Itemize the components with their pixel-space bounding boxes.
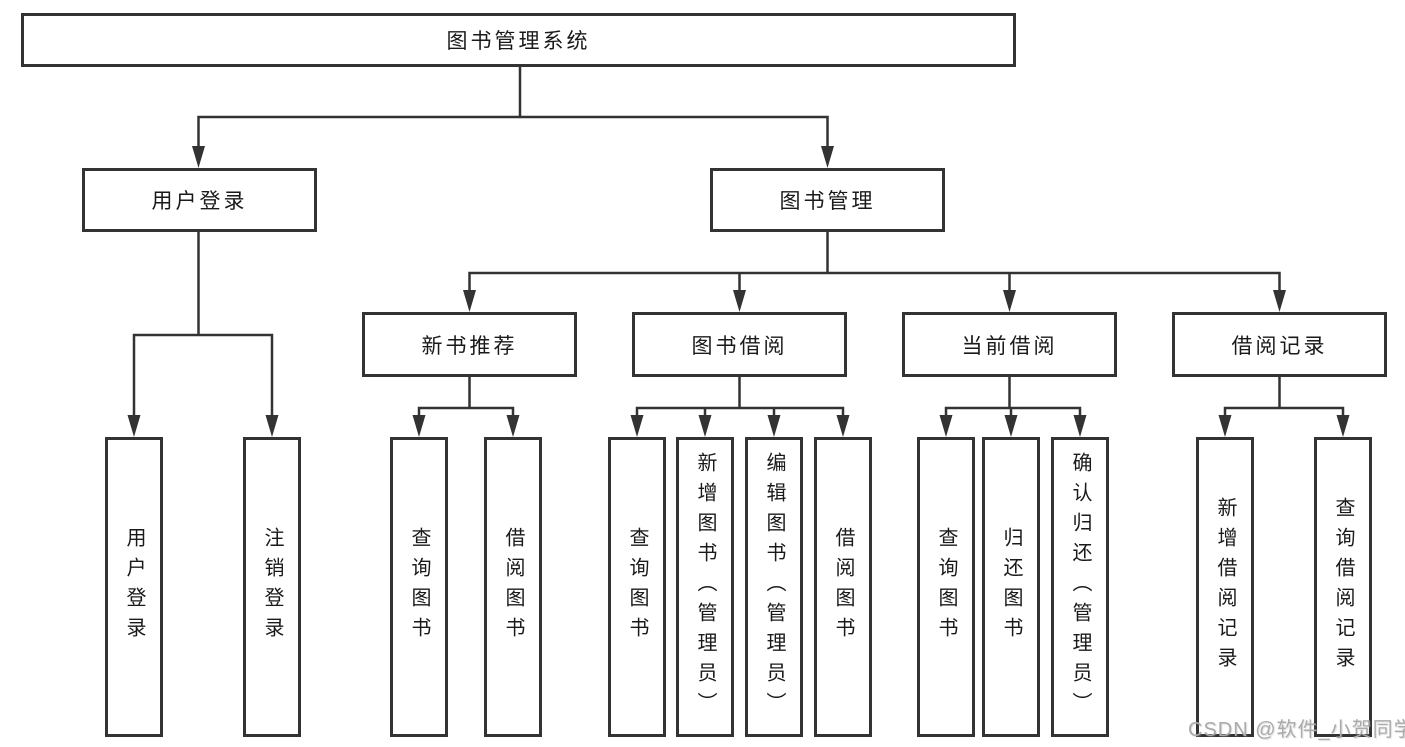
node-label: 用户登录 (151, 190, 248, 213)
leaf-label: 归还图书 (1000, 527, 1022, 647)
node-new-book-recommend: 新书推荐 (362, 312, 577, 377)
node-user-login: 用户登录 (82, 168, 317, 232)
node-library-management-system: 图书管理系统 (21, 13, 1016, 67)
node-label: 图书管理 (779, 190, 876, 213)
leaf-query-books-recommend: 查询图书 (390, 437, 448, 737)
leaf-borrow-books: 借阅图书 (814, 437, 872, 737)
leaf-query-books-current: 查询图书 (917, 437, 975, 737)
node-label: 当前借阅 (961, 334, 1058, 358)
leaf-label: 查询图书 (626, 527, 648, 647)
leaf-add-borrow-record: 新增借阅记录 (1196, 437, 1254, 737)
node-book-borrow: 图书借阅 (632, 312, 847, 377)
leaf-label: 编辑图书（管理员） (763, 452, 785, 722)
leaf-query-books-borrow: 查询图书 (608, 437, 666, 737)
leaf-user-login: 用户登录 (105, 437, 163, 737)
leaf-logout: 注销登录 (243, 437, 301, 737)
node-borrow-records: 借阅记录 (1172, 312, 1387, 377)
leaf-label: 借阅图书 (502, 527, 524, 647)
csdn-watermark: CSDN @软件_小贺同学 (1188, 719, 1405, 741)
leaf-label: 查询图书 (935, 527, 957, 647)
leaf-label: 新增图书（管理员） (694, 452, 716, 722)
node-label: 图书管理系统 (446, 30, 591, 53)
node-label: 借阅记录 (1231, 334, 1328, 358)
node-label: 新书推荐 (421, 334, 518, 358)
leaf-return-books: 归还图书 (982, 437, 1040, 737)
leaf-label: 查询图书 (408, 527, 430, 647)
leaf-query-borrow-record: 查询借阅记录 (1314, 437, 1372, 737)
leaf-label: 用户登录 (123, 527, 145, 647)
node-label: 图书借阅 (691, 334, 788, 358)
node-book-management: 图书管理 (710, 168, 945, 232)
leaf-label: 新增借阅记录 (1214, 497, 1236, 677)
leaf-label: 查询借阅记录 (1332, 497, 1354, 677)
leaf-edit-books-admin: 编辑图书（管理员） (745, 437, 803, 737)
leaf-add-books-admin: 新增图书（管理员） (676, 437, 734, 737)
node-current-borrow: 当前借阅 (902, 312, 1117, 377)
leaf-borrow-books-recommend: 借阅图书 (484, 437, 542, 737)
leaf-confirm-return-admin: 确认归还（管理员） (1051, 437, 1109, 737)
leaf-label: 借阅图书 (832, 527, 854, 647)
arrow-down-heads (127, 146, 1350, 437)
leaf-label: 注销登录 (261, 527, 283, 647)
leaf-label: 确认归还（管理员） (1069, 452, 1091, 722)
